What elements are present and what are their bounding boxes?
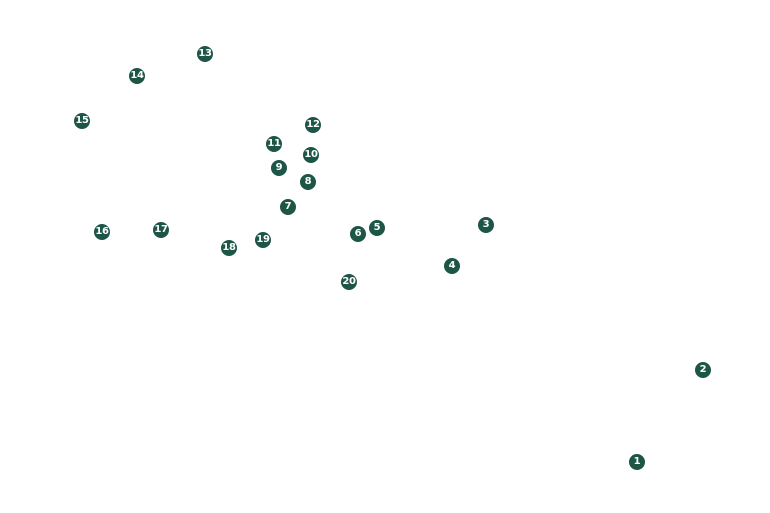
marker-label: 20 [342,276,356,287]
marker-label: 8 [304,176,312,187]
map-marker-11[interactable]: 11 [265,135,283,153]
map-marker-4[interactable]: 4 [443,257,461,275]
map-marker-8[interactable]: 8 [299,173,317,191]
map-marker-13[interactable]: 13 [196,45,214,63]
marker-label: 5 [373,222,381,233]
map-marker-19[interactable]: 19 [254,231,272,249]
map-marker-17[interactable]: 17 [152,221,170,239]
map-marker-16[interactable]: 16 [93,223,111,241]
marker-label: 10 [304,149,318,160]
marker-label: 16 [95,226,109,237]
marker-label: 13 [198,48,212,59]
marker-label: 9 [275,162,283,173]
map-marker-15[interactable]: 15 [73,112,91,130]
marker-label: 14 [130,70,144,81]
map-marker-12[interactable]: 12 [304,116,322,134]
marker-label: 2 [699,364,707,375]
marker-label: 12 [306,119,320,130]
marker-label: 4 [448,260,456,271]
marker-label: 18 [222,242,236,253]
map-marker-10[interactable]: 10 [302,146,320,164]
map-marker-20[interactable]: 20 [340,273,358,291]
map-marker-5[interactable]: 5 [368,219,386,237]
marker-label: 11 [267,138,281,149]
marker-label: 7 [284,201,292,212]
map-marker-9[interactable]: 9 [270,159,288,177]
map-marker-1[interactable]: 1 [628,453,646,471]
marker-label: 15 [75,115,89,126]
marker-label: 3 [482,219,490,230]
marker-label: 19 [256,234,270,245]
map-marker-14[interactable]: 14 [128,67,146,85]
map-marker-3[interactable]: 3 [477,216,495,234]
map-marker-2[interactable]: 2 [694,361,712,379]
map-marker-6[interactable]: 6 [349,225,367,243]
marker-label: 1 [633,456,641,467]
map-marker-7[interactable]: 7 [279,198,297,216]
map-marker-18[interactable]: 18 [220,239,238,257]
marker-label: 17 [154,224,168,235]
marker-label: 6 [354,228,362,239]
